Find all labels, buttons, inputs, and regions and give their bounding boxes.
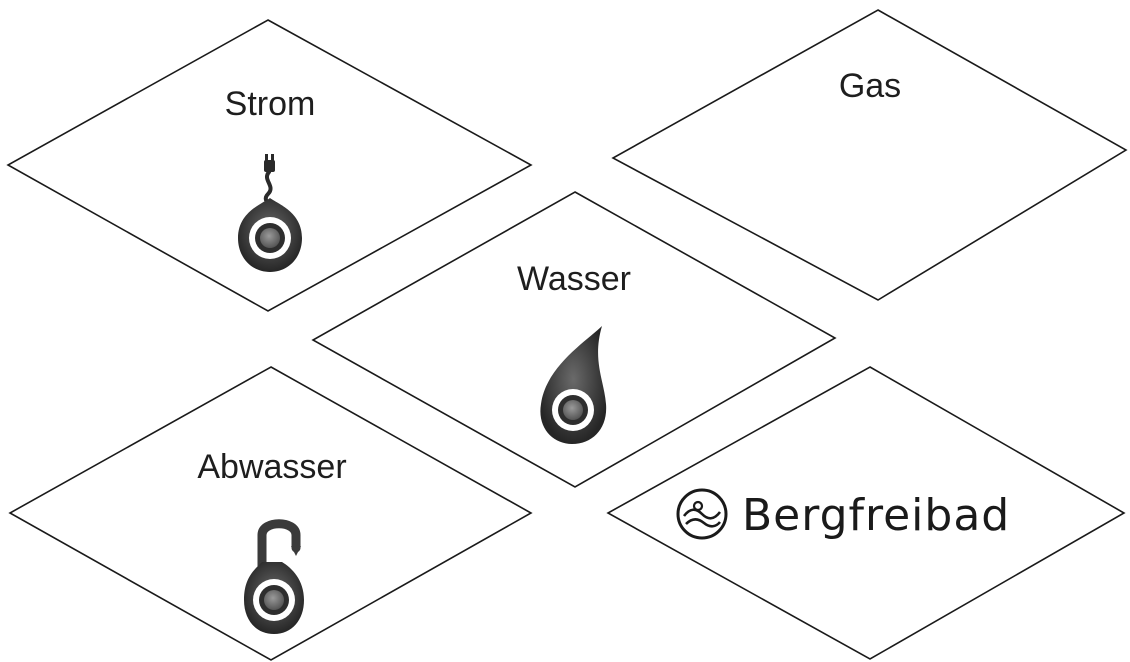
drain-pipe-icon xyxy=(244,519,304,634)
tile-abwasser[interactable]: Abwasser xyxy=(8,366,533,661)
water-drop-icon xyxy=(540,326,607,444)
tile-wasser[interactable]: Wasser xyxy=(311,191,837,488)
tile-strom[interactable]: Strom xyxy=(6,19,533,312)
power-plug-icon xyxy=(238,154,302,272)
tile-strom-label: Strom xyxy=(225,85,316,123)
tile-bergfreibad-shape xyxy=(606,366,1126,660)
tile-abwasser-label: Abwasser xyxy=(197,448,346,486)
tile-gas-label: Gas xyxy=(839,67,901,105)
tile-gas[interactable]: Gas xyxy=(611,9,1128,301)
tile-wasser-shape xyxy=(311,191,837,488)
tile-bergfreibad-label: Bergfreibad xyxy=(742,490,1010,541)
tile-wasser-label: Wasser xyxy=(517,260,631,298)
tile-abwasser-shape xyxy=(8,366,533,661)
swimming-wave-icon xyxy=(676,488,728,540)
tile-gas-shape xyxy=(611,9,1128,301)
tile-bergfreibad[interactable]: Bergfreibad xyxy=(606,366,1126,660)
